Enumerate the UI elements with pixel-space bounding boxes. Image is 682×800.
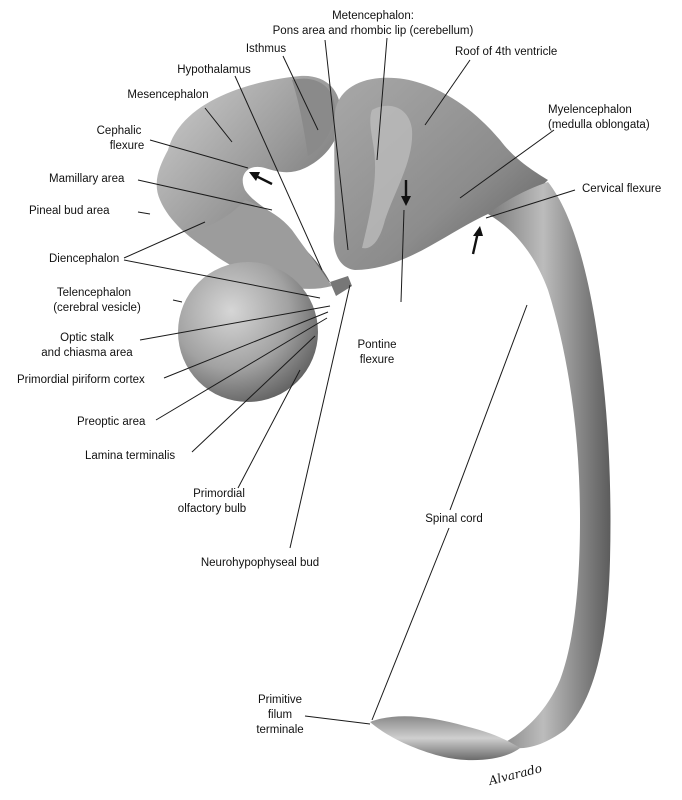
label-mamillary-area: Mamillary area	[49, 173, 125, 185]
label-preoptic-area: Preoptic area	[77, 416, 146, 428]
label-roof-4th-ventricle: Roof of 4th ventricle	[455, 46, 557, 58]
label-pontine-flexure-2: flexure	[360, 354, 395, 366]
cervical-flexure-arrow	[471, 226, 483, 255]
artist-signature: Alvarado	[486, 761, 543, 788]
label-metencephalon-detail: Pons area and rhombic lip (cerebellum)	[273, 25, 474, 37]
label-primitive-filum-2: filum	[268, 709, 292, 721]
filum-terminale-shape	[370, 716, 520, 761]
pontine-flexure-arrow	[401, 180, 411, 206]
label-lamina-terminalis: Lamina terminalis	[85, 450, 175, 462]
label-spinal-cord: Spinal cord	[425, 513, 483, 525]
label-primitive-filum-1: Primitive	[258, 694, 302, 706]
label-primordial-piriform-cortex: Primordial piriform cortex	[17, 374, 145, 386]
label-cephalic-flexure-1: Cephalic	[97, 125, 142, 137]
neurohypophyseal-bud-shape	[330, 276, 352, 296]
label-isthmus: Isthmus	[246, 43, 287, 55]
label-optic-stalk-2: and chiasma area	[41, 347, 133, 359]
label-primordial-olfactory-bulb-2: olfactory bulb	[178, 503, 246, 515]
specimen-illustration	[156, 75, 611, 761]
label-neurohypophyseal-bud: Neurohypophyseal bud	[201, 557, 319, 569]
label-primordial-olfactory-bulb-1: Primordial	[193, 488, 245, 500]
telencephalon-shape	[178, 262, 318, 402]
rhombic-lip-fold	[362, 105, 413, 249]
cephalic-flexure-arrow	[249, 172, 273, 186]
label-myelencephalon-title: Myelencephalon	[548, 104, 632, 116]
flexure-arrows	[249, 172, 483, 255]
label-metencephalon-title: Metencephalon:	[332, 10, 414, 22]
leader-lines	[123, 37, 576, 725]
label-cephalic-flexure-2: flexure	[110, 140, 145, 152]
label-pontine-flexure-1: Pontine	[357, 339, 396, 351]
label-telencephalon-2: (cerebral vesicle)	[53, 302, 141, 314]
label-cervical-flexure: Cervical flexure	[582, 183, 661, 195]
labels: Metencephalon: Pons area and rhombic lip…	[17, 10, 661, 788]
spinal-cord-shape	[488, 182, 611, 749]
diencephalon-shape	[188, 200, 332, 289]
label-primitive-filum-3: terminale	[256, 724, 303, 736]
label-mesencephalon: Mesencephalon	[127, 89, 208, 101]
label-pineal-bud-area: Pineal bud area	[29, 205, 110, 217]
label-myelencephalon-detail: (medulla oblongata)	[548, 119, 650, 131]
label-optic-stalk-1: Optic stalk	[60, 332, 114, 344]
label-hypothalamus: Hypothalamus	[177, 64, 251, 76]
label-diencephalon: Diencephalon	[49, 253, 119, 265]
label-telencephalon-1: Telencephalon	[57, 287, 131, 299]
